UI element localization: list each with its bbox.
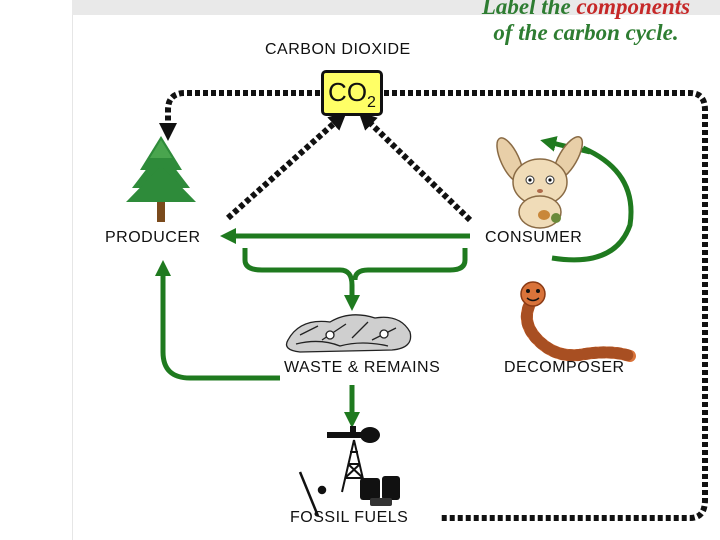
top-bar <box>72 0 720 15</box>
drill-icon <box>298 471 327 517</box>
label-fossil-fuels: FOSSIL FUELS <box>290 509 409 526</box>
pump-icon <box>327 426 380 443</box>
dotted-to-co2-right-diag <box>358 111 473 223</box>
co2-formula: CO2 <box>328 77 376 112</box>
oil-derrick-icon <box>341 439 367 493</box>
label-consumer: CONSUMER <box>485 229 583 246</box>
title-line1-prefix: Label the <box>481 0 577 19</box>
dotted-co2-to-producer <box>159 90 320 141</box>
dotted-arrows <box>159 90 708 521</box>
worm-icon <box>520 281 636 362</box>
label-waste-remains: WASTE & REMAINS <box>284 359 441 376</box>
label-producer: PRODUCER <box>105 229 201 246</box>
fossil-fuels-icon <box>298 426 400 517</box>
waste-remains-icon <box>285 314 412 353</box>
left-rule <box>72 15 73 540</box>
rabbit-icon <box>496 135 584 229</box>
barrels-icon <box>360 476 400 506</box>
arrow-to-waste <box>242 248 361 312</box>
title-line2: of the carbon cycle. <box>493 20 679 45</box>
arrow-consumer-branch <box>352 248 468 281</box>
co2-box: CO2 <box>321 70 383 116</box>
dotted-co2-to-right <box>384 90 708 521</box>
tree-icon <box>126 136 196 222</box>
page-title: Label the components of the carbon cycle… <box>466 0 706 46</box>
arrow-consumer-loop <box>551 145 634 263</box>
title-highlight: components <box>576 0 691 19</box>
arrow-to-producer-up <box>154 259 280 381</box>
label-decomposer: DECOMPOSER <box>504 359 625 376</box>
label-carbon-dioxide: CARBON DIOXIDE <box>265 41 411 58</box>
dotted-to-co2-left-diag <box>226 112 347 221</box>
